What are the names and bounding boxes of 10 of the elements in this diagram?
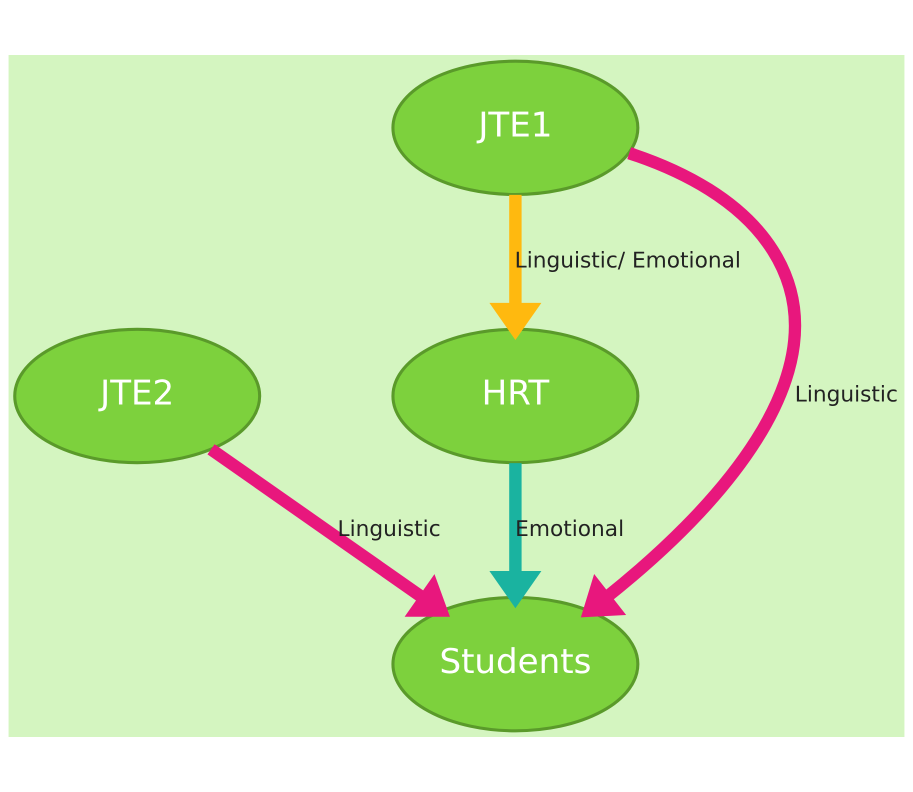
- arrow: [489, 463, 542, 608]
- arrow: [580, 147, 801, 618]
- edge-label: Linguistic: [337, 516, 441, 542]
- edge-label: Linguistic: [794, 382, 898, 408]
- node-ellipse: JTE2: [13, 328, 262, 464]
- node-ellipse: HRT: [391, 328, 640, 464]
- arrow: [489, 194, 542, 340]
- node-ellipse: Students: [391, 596, 640, 732]
- node-ellipse: JTE1: [391, 60, 640, 196]
- arrow: [207, 444, 450, 617]
